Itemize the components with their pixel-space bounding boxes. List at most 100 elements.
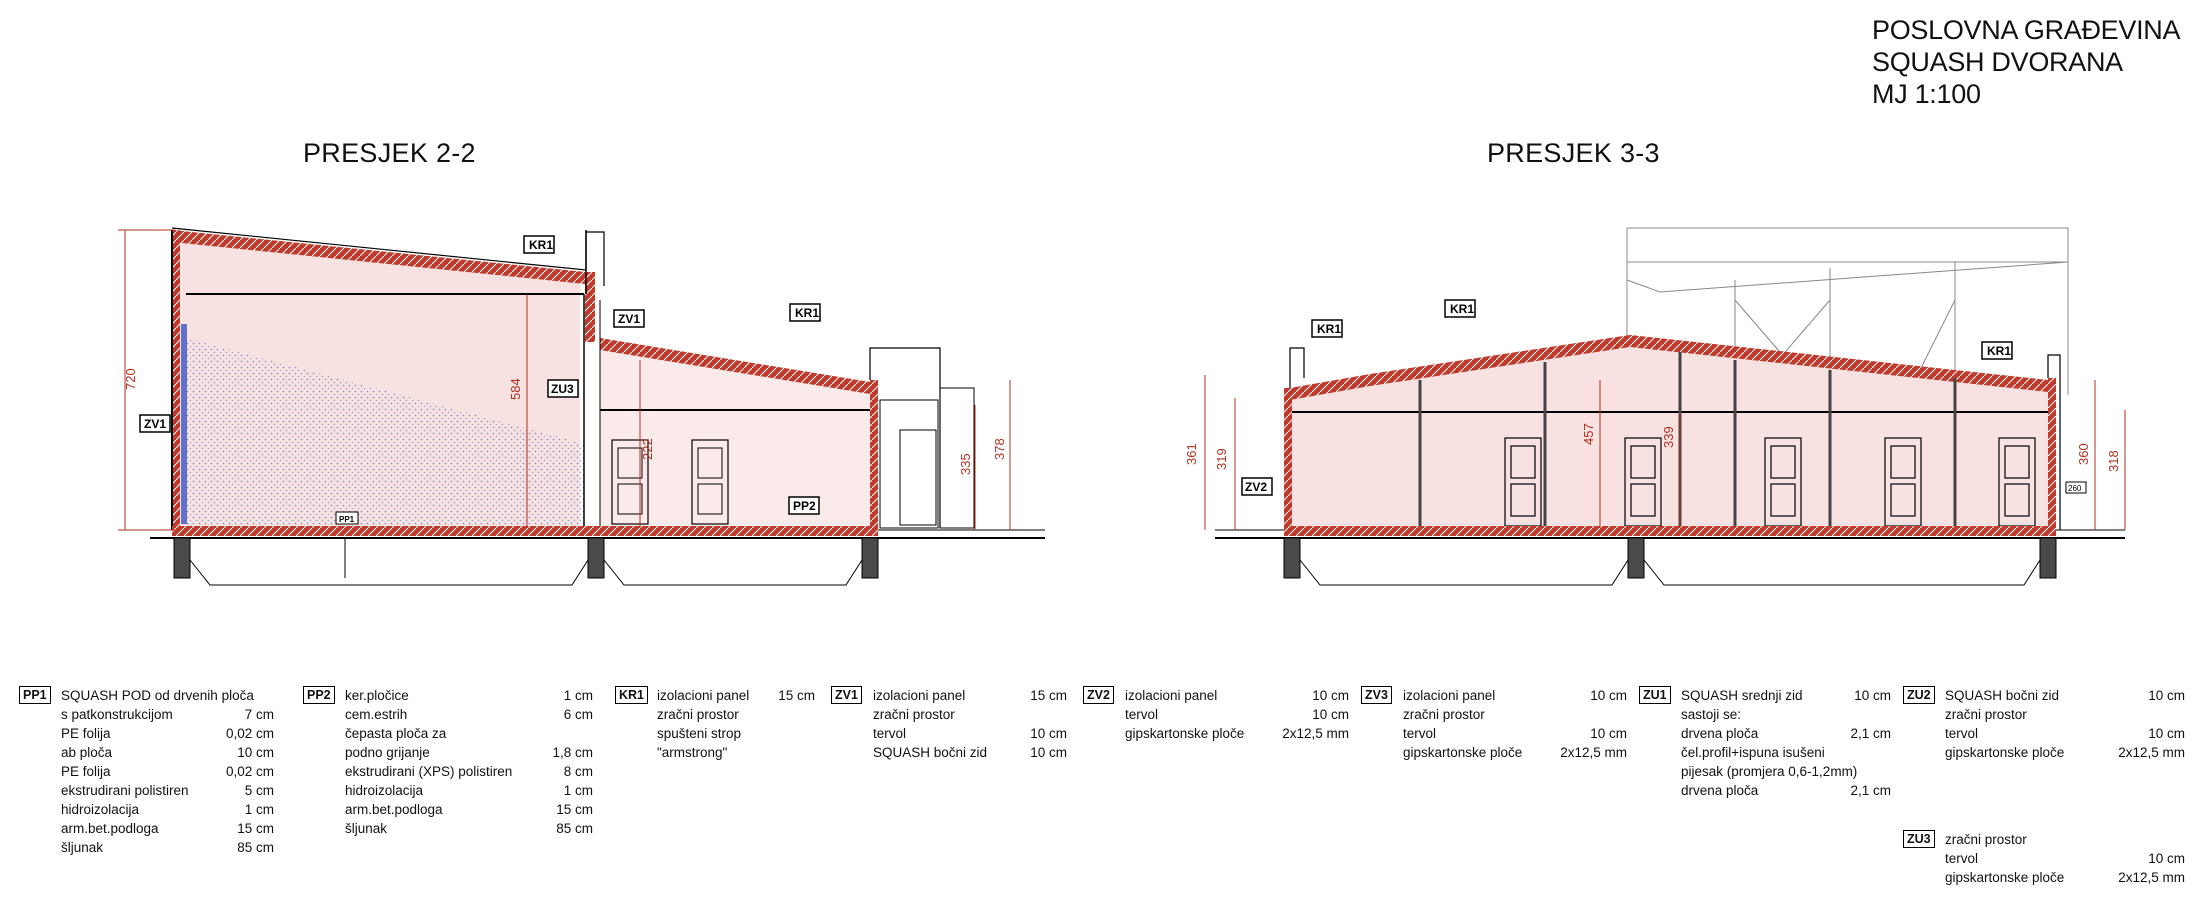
legend-thickness — [2175, 830, 2185, 849]
section-drawings: 720 584 222 335 378 KR1 ZV1 KR1 ZU3 ZV1 … — [118, 227, 2126, 586]
legend-row: "armstrong" — [657, 743, 815, 762]
legend-code: PP2 — [303, 686, 335, 704]
legend-material: izolacioni panel — [1403, 688, 1496, 703]
legend-row: zračni prostor — [873, 705, 1067, 724]
legend-thickness — [1617, 705, 1627, 724]
legend-row: spušteni strop — [657, 724, 815, 743]
legend-material: drvena ploča — [1681, 783, 1759, 798]
legend-row: tervol 10 cm — [1945, 724, 2185, 743]
roof-panel-lower — [600, 338, 870, 394]
legend-row: gipskartonske ploče 2x12,5 mm — [1125, 724, 1349, 743]
legend-thickness: 15 cm — [1030, 688, 1067, 703]
legend-material: podno grijanje — [345, 745, 430, 760]
legend-thickness: 2x12,5 mm — [1560, 745, 1627, 760]
legend-row: zračni prostor — [1945, 830, 2185, 849]
dim-339: 339 — [1661, 426, 1676, 448]
tag-kr1-left-upper: KR1 — [523, 235, 555, 254]
legend-material: ekstrudirani (XPS) polistiren — [345, 764, 513, 779]
legend-material: drvena ploča — [1681, 726, 1759, 741]
legend-thickness — [1881, 705, 1891, 724]
tag-zv2-right: ZV2 — [1241, 477, 1273, 496]
legend-thickness: 5 cm — [244, 783, 274, 798]
dim-319: 319 — [1214, 448, 1229, 470]
legend-material: zračni prostor — [1945, 707, 2027, 722]
legend-thickness — [583, 724, 593, 743]
legend-code: ZV3 — [1361, 686, 1392, 704]
section-title-2-2: PRESJEK 2-2 — [303, 138, 476, 168]
legend-thickness: 10 cm — [2148, 726, 2185, 741]
legend-row: podno grijanje 1,8 cm — [345, 743, 593, 762]
legend-material: ab ploča — [61, 745, 113, 760]
legend-row: PE folija 0,02 cm — [61, 724, 274, 743]
floor-slab-right — [1284, 526, 2056, 536]
svg-text:PP1: PP1 — [339, 515, 355, 524]
legend-material: hidroizolacija — [345, 783, 424, 798]
tag-zu3-left: ZU3 — [547, 379, 579, 398]
legend-material: zračni prostor — [657, 707, 739, 722]
legend-row: ab ploča 10 cm — [61, 743, 274, 762]
legend-material: cem.estrih — [345, 707, 408, 722]
legend-material: ker.pločice — [345, 688, 409, 703]
roof-panel-upper — [172, 230, 585, 284]
svg-text:PP2: PP2 — [793, 499, 816, 513]
legend-thickness — [805, 743, 815, 762]
legend-material: čel.profil+ispuna isušeni — [1681, 745, 1825, 760]
legend-material: PE folija — [61, 726, 111, 741]
scale-label: MJ 1:100 — [1872, 79, 1981, 109]
project-subtitle: SQUASH DVORANA — [1872, 47, 2123, 77]
legend-thickness: 2,1 cm — [1850, 783, 1891, 798]
legend-material: tervol — [1945, 726, 1979, 741]
svg-text:KR1: KR1 — [529, 238, 553, 252]
legend-row: sastoji se: — [1681, 705, 1891, 724]
svg-text:260: 260 — [2068, 484, 2082, 493]
legend-thickness: 1,8 cm — [552, 745, 593, 760]
legend-thickness: 10 cm — [237, 745, 274, 760]
legend-row: drvena ploča 2,1 cm — [1681, 781, 1891, 800]
legend-material: gipskartonske ploče — [1945, 745, 2065, 760]
legend-thickness: 10 cm — [1590, 688, 1627, 703]
dim-360: 360 — [2076, 443, 2091, 465]
legend-thickness: 2x12,5 mm — [1282, 726, 1349, 741]
legend-thickness: 0,02 cm — [225, 764, 274, 779]
legend-material: hidroizolacija — [61, 802, 140, 817]
squash-hall-hatch — [186, 338, 585, 526]
legend-code: KR1 — [615, 686, 649, 704]
legend-thickness — [1881, 762, 1891, 781]
floor-slab-left — [172, 526, 878, 536]
legend-code: ZU1 — [1639, 686, 1671, 704]
legend-material: SQUASH bočni zid — [873, 745, 988, 760]
legend-row: pijesak (promjera 0,6-1,2mm) — [1681, 762, 1891, 781]
project-title: POSLOVNA GRAĐEVINA — [1872, 15, 2181, 45]
legend-material: arm.bet.podloga — [345, 802, 443, 817]
legend-row: izolacioni panel 10 cm — [1403, 686, 1627, 705]
legend-row: zračni prostor — [657, 705, 815, 724]
legend-material: čepasta ploča za — [345, 726, 447, 741]
tag-kr1-right-right: KR1 — [1981, 341, 2013, 360]
legend-thickness: 7 cm — [244, 707, 274, 722]
legend-thickness: 1 cm — [563, 783, 593, 798]
legend-thickness: 0,02 cm — [225, 726, 274, 741]
dim-361: 361 — [1184, 443, 1199, 465]
legend-thickness: 15 cm — [237, 821, 274, 836]
legend-row: čepasta ploča za — [345, 724, 593, 743]
legend-thickness: 1 cm — [244, 802, 274, 817]
svg-text:ZV2: ZV2 — [1245, 480, 1267, 494]
legend-thickness — [1881, 743, 1891, 762]
svg-text:ZU3: ZU3 — [551, 382, 574, 396]
title-block: POSLOVNA GRAĐEVINA SQUASH DVORANA MJ 1:1… — [1872, 14, 2181, 110]
tag-kr1-left-lower: KR1 — [789, 303, 821, 322]
legend-material: gipskartonske ploče — [1125, 726, 1245, 741]
